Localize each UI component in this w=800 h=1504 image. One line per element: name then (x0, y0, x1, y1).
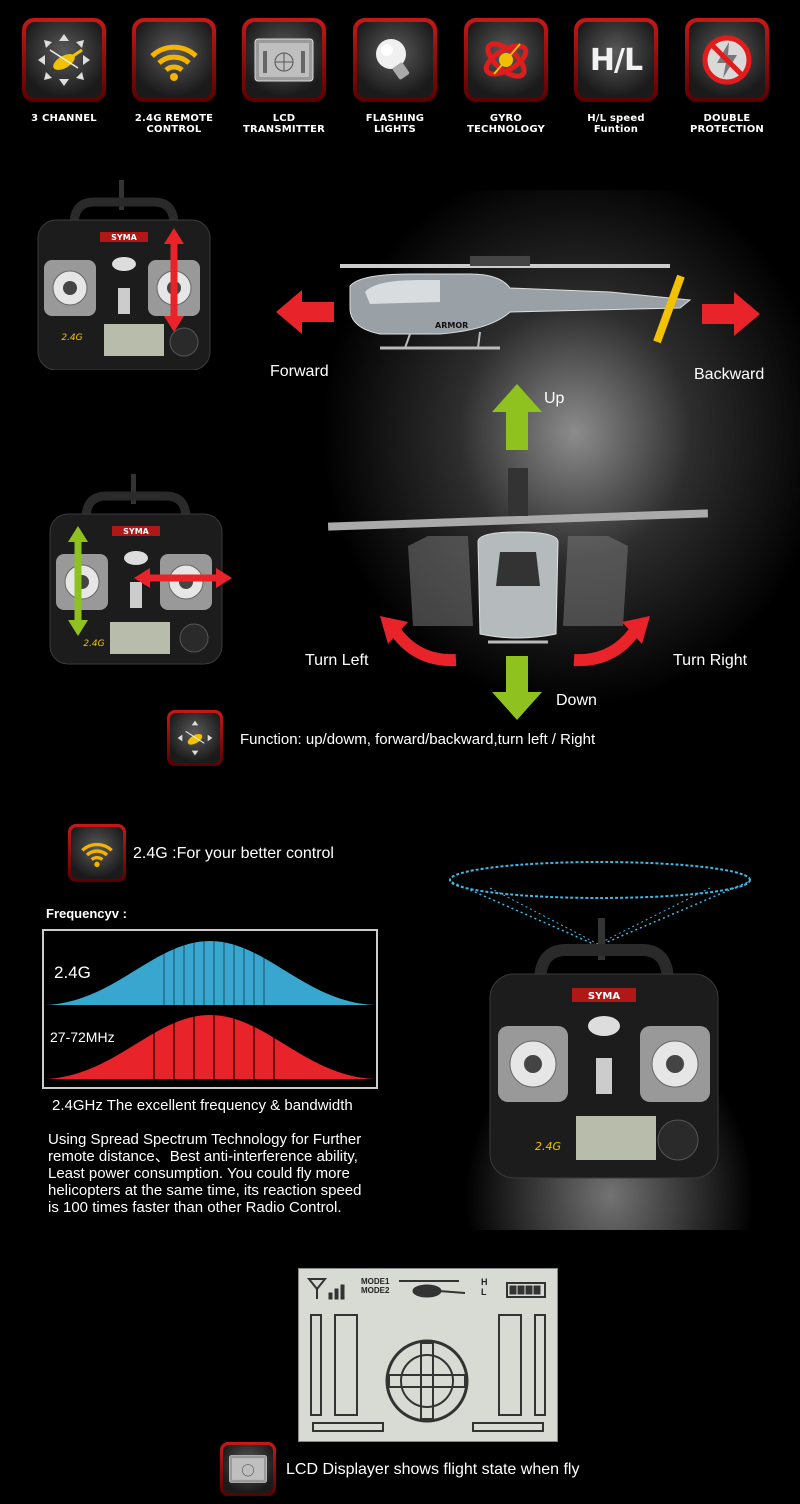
label-down: Down (556, 692, 597, 709)
function-icon-tile (167, 710, 223, 766)
remote-badge: 2.4G (83, 639, 104, 649)
arrow-down (492, 656, 542, 720)
feature-gyro: GYRO TECHNOLOGY (463, 18, 549, 135)
frequency-caption: 2.4GHz The excellent frequency & bandwid… (52, 1097, 353, 1114)
lcd-caption: LCD Displayer shows flight state when fl… (286, 1461, 580, 1478)
lcd-mode-labels: MODE1 MODE2 (361, 1277, 389, 1295)
helicopter-front-view (328, 468, 708, 644)
remote-badge: 2.4G (535, 1140, 561, 1153)
feature-hl-speed: H/L H/L speed Funtion (573, 18, 659, 135)
remote-controller-large: SYMA 2.4G (489, 918, 719, 1179)
feature-label: H/L speed Funtion (587, 113, 645, 135)
paragraph-line: helicopters at the same time, its reacti… (48, 1182, 362, 1199)
paragraph-line: remote distance、Best anti-interference a… (48, 1148, 358, 1165)
lcd-transmitter-icon (229, 1455, 267, 1483)
remote-controller-forward-back: SYMA 2.4G (37, 180, 211, 370)
feature-label: 3 CHANNEL (31, 113, 97, 124)
lcd-l: L (481, 1287, 487, 1297)
label-backward: Backward (694, 366, 765, 383)
remote-brand: SYMA (123, 527, 150, 536)
wifi-signal-icon (150, 44, 198, 81)
lcd-hl-labels: H L (481, 1277, 488, 1297)
feature-label: 2.4G REMOTE CONTROL (134, 113, 214, 135)
light-bulb-icon (376, 39, 410, 80)
remote-badge: 2.4G (61, 333, 82, 343)
band-2-4g-label: 2.4G (54, 963, 91, 982)
arrow-turn-left (380, 616, 457, 667)
helicopter-side-view: ARMOR (340, 256, 692, 350)
feature-lcd-transmitter: LCD TRANSMITTER (241, 18, 327, 135)
paragraph-line: is 100 times faster than other Radio Con… (48, 1199, 342, 1216)
feature-double-protection: DOUBLE PROTECTION (684, 18, 770, 135)
wifi-icon-tile (68, 824, 126, 882)
label-up: Up (544, 390, 565, 407)
feature-flashing-lights: FLASHING LIGHTS (352, 18, 438, 135)
feature-label: DOUBLE PROTECTION (690, 113, 764, 135)
radio-headline: 2.4G :For your better control (133, 845, 334, 862)
arrow-turn-right (573, 616, 650, 667)
paragraph-line: Least power consumption. You could fly m… (48, 1165, 350, 1182)
arrow-up (492, 384, 542, 450)
lcd-transmitter-icon (254, 38, 314, 82)
remote-controller-up-turn: SYMA 2.4G (49, 474, 232, 665)
feature-label: FLASHING LIGHTS (365, 113, 425, 135)
no-lightning-icon (702, 35, 752, 85)
feature-label: LCD TRANSMITTER (242, 113, 326, 135)
feature-2-4g-remote: 2.4G REMOTE CONTROL (131, 18, 217, 135)
arrow-backward (702, 292, 760, 336)
frequency-waves (44, 941, 376, 1079)
feature-3-channel: 3 CHANNEL (21, 18, 107, 124)
helicopter-brand: ARMOR (435, 321, 468, 330)
hl-speed-icon: H/L (589, 42, 643, 78)
label-turn-right: Turn Right (673, 652, 748, 669)
label-forward: Forward (270, 363, 329, 380)
remote-brand: SYMA (588, 991, 620, 1002)
frequency-title: Frequencyv : (46, 906, 127, 921)
lcd-icon-tile (220, 1442, 276, 1496)
lcd-mode1: MODE1 (361, 1277, 390, 1286)
gyro-icon (483, 41, 529, 79)
spread-spectrum-paragraph: Using Spread Spectrum Technology for Fur… (48, 1131, 362, 1216)
lcd-mode2: MODE2 (361, 1286, 390, 1295)
function-description: Function: up/dowm, forward/backward,turn… (240, 731, 596, 748)
band-27-72mhz-label: 27-72MHz (50, 1029, 115, 1045)
paragraph-line: Using Spread Spectrum Technology for Fur… (48, 1131, 362, 1148)
lcd-graphics (306, 1278, 546, 1432)
feature-label: GYRO TECHNOLOGY (467, 113, 545, 135)
remote-brand: SYMA (111, 233, 138, 242)
lcd-h: H (481, 1277, 488, 1287)
frequency-graph: 2.4G 27-72MHz (42, 929, 378, 1089)
helicopter-arrows-icon (177, 720, 213, 756)
label-turn-left: Turn Left (305, 652, 369, 669)
helicopter-arrows-icon (38, 34, 90, 86)
wifi-signal-icon (81, 842, 113, 867)
lcd-display: MODE1 MODE2 H L (298, 1268, 558, 1442)
arrow-forward (276, 290, 334, 334)
